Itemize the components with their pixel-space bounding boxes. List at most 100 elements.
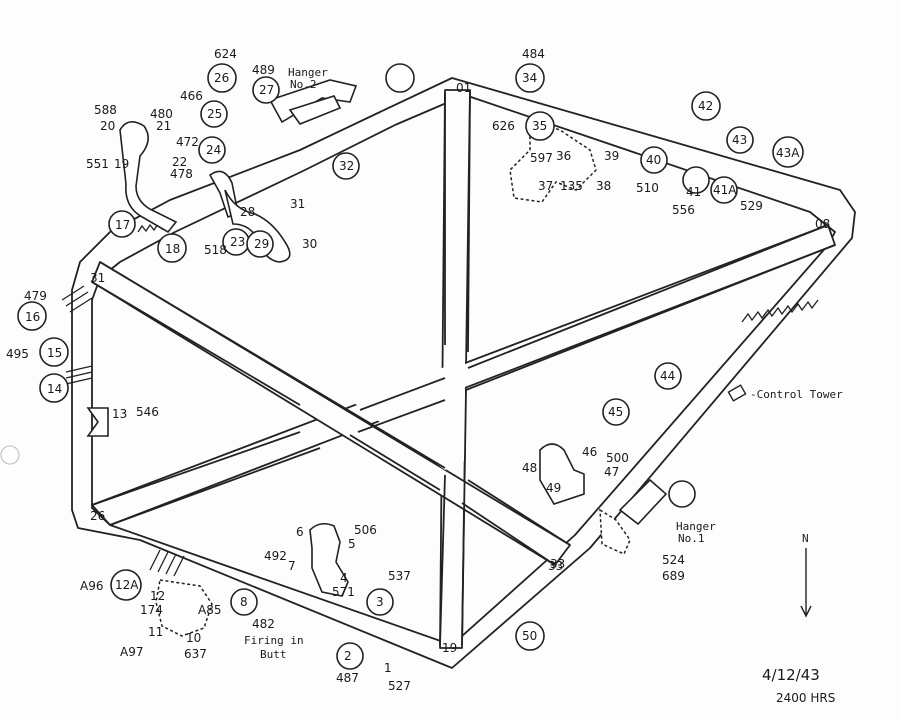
hardstand-label: 20 — [100, 119, 115, 133]
hardstand-label: 49 — [546, 481, 561, 495]
hardstand-labels: 1 2 3 4 5 6 7 8 10 11 12 12A 13 14 15 16… — [25, 71, 800, 675]
hardstand-label: 26 — [214, 71, 229, 85]
serial-label: 626 — [492, 119, 515, 133]
hardstand-label: 25 — [207, 107, 222, 121]
serial-label: 466 — [180, 89, 203, 103]
runway-label-31: 31 — [90, 271, 105, 285]
runway-label-19: 19 — [442, 641, 457, 655]
hardstand-label: 8 — [240, 595, 248, 609]
serial-label: 597 — [530, 151, 553, 165]
serial-label: 518 — [204, 243, 227, 257]
hardstand-shapes — [86, 79, 668, 597]
runway-31-13 — [91, 261, 571, 566]
hangar-2-label-line2: No.2 — [290, 78, 317, 91]
serial-label: 492 — [264, 549, 287, 563]
serial-label: 624 — [214, 47, 237, 61]
hardstand-label: 31 — [290, 197, 305, 211]
serial-label: 689 — [662, 569, 685, 583]
hardstand-label: 43 — [732, 133, 747, 147]
hangar-2-label-line1: Hanger — [288, 66, 328, 79]
control-tower-label: -Control Tower — [750, 388, 843, 401]
serial-label: 500 — [606, 451, 629, 465]
serial-label: 484 — [522, 47, 545, 61]
serial-label: A85 — [198, 603, 221, 617]
binder-hole — [0, 445, 20, 465]
hardstand-label: 15 — [47, 346, 62, 360]
serial-label: 478 — [170, 167, 193, 181]
serial-label: 588 — [94, 103, 117, 117]
hardstand-label: 28 — [240, 205, 255, 219]
hardstand-label: 4 — [340, 571, 348, 585]
hardstand-label: 7 — [288, 559, 296, 573]
hardstand-label: 32 — [339, 159, 354, 173]
serial-label: 524 — [662, 553, 685, 567]
hatch-marks — [61, 285, 185, 577]
hardstand-label: 36 — [556, 149, 571, 163]
runway-edges — [91, 91, 836, 646]
serial-label: 135 — [560, 179, 583, 193]
hardstand-label: 33 — [548, 559, 563, 573]
hardstand-label: 22 — [172, 155, 187, 169]
serial-label: 174 — [140, 603, 163, 617]
hardstand-label: 12A — [115, 578, 139, 592]
hardstand-label: 2 — [344, 649, 352, 663]
hardstand-label: 44 — [660, 369, 675, 383]
north-label: N — [802, 532, 809, 545]
hardstand-label: 50 — [522, 629, 537, 643]
serial-label: 480 — [150, 107, 173, 121]
hardstand-label: 14 — [47, 382, 62, 396]
hardstand-label: 41 — [686, 185, 701, 199]
hangar-1-label-line1: Hanger — [676, 520, 716, 533]
hardstand-circles — [17, 63, 804, 670]
runway-label-01: 01 — [456, 81, 471, 95]
serial-label: 556 — [672, 203, 695, 217]
serial-label: A97 — [120, 645, 143, 659]
serial-label: 472 — [176, 135, 199, 149]
serial-label: 489 — [252, 63, 275, 77]
hardstand-label: 24 — [206, 143, 221, 157]
runway-label-26: 26 — [90, 509, 105, 523]
serial-label: 495 — [6, 347, 29, 361]
serial-label: 537 — [388, 569, 411, 583]
hangar-1-label-line2: No.1 — [678, 532, 705, 545]
serial-label: 637 — [184, 647, 207, 661]
hardstand-label: 10 — [186, 631, 201, 645]
serial-label: 506 — [354, 523, 377, 537]
hardstand-label: 11 — [148, 625, 163, 639]
hardstand-label: 37 — [538, 179, 553, 193]
hardstand-label: 39 — [604, 149, 619, 163]
hardstand-label: 18 — [165, 242, 180, 256]
firing-butt-label-line2: Butt — [260, 648, 287, 661]
runway-label-33: 33 — [550, 557, 565, 571]
serial-label: A96 — [80, 579, 103, 593]
serial-label: 529 — [740, 199, 763, 213]
runway-label-08: 08 — [815, 217, 830, 231]
hardstand-label: 23 — [230, 235, 245, 249]
hardstand-label: 46 — [582, 445, 597, 459]
hardstand-label: 45 — [608, 405, 623, 419]
time-label: 2400 HRS — [776, 691, 835, 705]
serial-label: 551 — [86, 157, 109, 171]
hardstand-label: 29 — [254, 237, 269, 251]
hardstand-label: 3 — [376, 595, 384, 609]
serial-label: 546 — [136, 405, 159, 419]
hardstand-label: 30 — [302, 237, 317, 251]
hardstand-label: 42 — [698, 99, 713, 113]
hardstand-label: 19 — [114, 157, 129, 171]
hardstand-label: 47 — [604, 465, 619, 479]
north-arrow-icon — [800, 548, 812, 618]
structure-labels: Hanger No.2 Hanger No.1 -Control Tower F… — [244, 66, 843, 661]
hardstand-label: 34 — [522, 71, 537, 85]
hardstand-label: 38 — [596, 179, 611, 193]
hardstand-label: 6 — [296, 525, 304, 539]
dispersal-dashed — [155, 118, 631, 637]
runway-labels: 01 19 08 26 31 33 — [90, 81, 830, 655]
hardstand-label: 16 — [25, 310, 40, 324]
serial-label: 571 — [332, 585, 355, 599]
serial-labels: 484 489 466 588 480 472 478 551 626 597 … — [6, 47, 763, 693]
serial-label: 487 — [336, 671, 359, 685]
serial-label: 479 — [24, 289, 47, 303]
date-label: 4/12/43 — [762, 666, 820, 684]
